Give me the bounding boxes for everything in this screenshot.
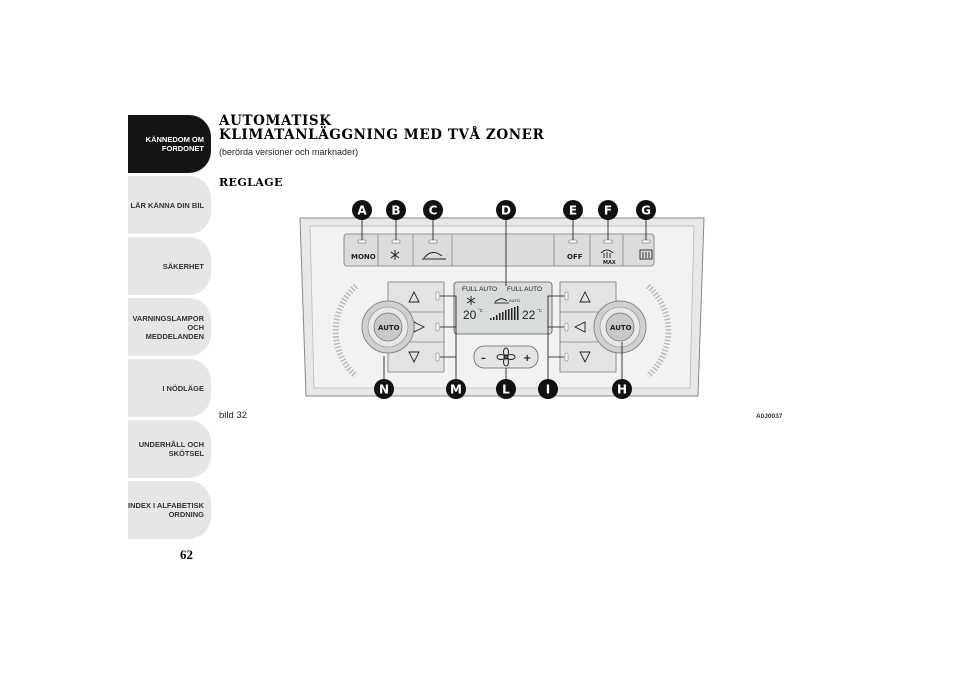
temp-up-left-icon[interactable]	[408, 290, 420, 303]
callout-e: E	[563, 200, 583, 220]
rear-defrost-icon[interactable]	[639, 249, 653, 260]
climate-panel-illustration: MONO OFF MAX FULL AUTO FULL AUTO AUTO 20…	[299, 200, 705, 399]
callout-h: H	[612, 379, 632, 399]
left-zone-controls: AUTO	[332, 281, 445, 379]
temp-up-right-icon[interactable]	[579, 290, 591, 303]
tab-underhall[interactable]: UNDERHÅLL OCH SKÖTSEL	[128, 420, 211, 478]
fan-icon	[496, 347, 516, 367]
display-unit-right: °C	[537, 308, 543, 313]
right-zone-controls: AUTO	[559, 281, 672, 379]
chapter-tabs: KÄNNEDOM OM FORDONET LÄR KÄNNA DIN BIL S…	[128, 115, 211, 542]
display-auto-label: AUTO	[509, 298, 520, 303]
callout-n: N	[374, 379, 394, 399]
air-distribution-right-icon[interactable]	[573, 321, 586, 333]
display-unit-left: °C	[478, 308, 484, 313]
auto-button-right[interactable]	[605, 312, 635, 342]
display-temp-right: 22	[522, 308, 536, 322]
auto-button-left[interactable]	[373, 312, 403, 342]
svg-text:H: H	[617, 383, 627, 397]
callout-f: F	[598, 200, 618, 220]
page-title: AUTOMATISK KLIMATANLÄGGNING MED TVÅ ZONE…	[219, 114, 544, 142]
section-title: REGLAGE	[219, 176, 283, 189]
fan-speed-bar	[490, 306, 519, 320]
display-full-auto-right: FULL AUTO	[507, 286, 542, 293]
callout-g: G	[636, 200, 656, 220]
ac-icon[interactable]	[390, 250, 400, 260]
climate-control-figure: MONO OFF MAX FULL AUTO FULL AUTO AUTO 20…	[296, 196, 708, 402]
figure-code: A0J0037	[756, 413, 783, 420]
svg-text:F: F	[604, 204, 612, 218]
auto-right-label: AUTO	[610, 324, 632, 332]
svg-text:N: N	[379, 383, 389, 397]
display-temp-left: 20	[463, 308, 477, 322]
display-full-auto-left: FULL AUTO	[462, 286, 497, 293]
fan-decrease-button[interactable]: –	[481, 353, 486, 364]
fan-increase-button[interactable]: +	[523, 353, 531, 364]
recirculation-icon[interactable]	[422, 252, 446, 260]
tab-i-nodlage[interactable]: I NÖDLÄGE	[128, 359, 211, 417]
callout-a: A	[352, 200, 372, 220]
callout-leader-lines	[361, 219, 647, 380]
tab-index[interactable]: INDEX I ALFABETISK ORDNING	[128, 481, 211, 539]
callout-l: L	[496, 379, 516, 399]
figure-caption: bild 32	[219, 410, 247, 421]
mono-button-label[interactable]: MONO	[351, 253, 376, 261]
svg-text:M: M	[450, 383, 462, 397]
tab-sakerhet[interactable]: SÄKERHET	[128, 237, 211, 295]
svg-text:G: G	[641, 204, 651, 218]
tab-varningslampor[interactable]: VARNINGSLAMPOR OCH MEDDELANDEN	[128, 298, 211, 356]
svg-text:I: I	[546, 383, 550, 397]
callout-b: B	[386, 200, 406, 220]
display-recirculation-icon	[494, 298, 509, 304]
temp-down-left-icon[interactable]	[408, 351, 420, 364]
page-subtitle: (berörda versioner och marknader)	[219, 147, 359, 157]
windshield-defrost-icon[interactable]	[600, 249, 614, 258]
max-label: MAX	[603, 260, 616, 266]
svg-text:L: L	[502, 383, 510, 397]
temp-down-right-icon[interactable]	[579, 351, 591, 364]
page-number: 62	[180, 547, 193, 562]
callout-i: I	[538, 379, 558, 399]
page-title-line1: AUTOMATISK	[219, 113, 332, 129]
page-title-line2: KLIMATANLÄGGNING MED TVÅ ZONER	[219, 127, 545, 143]
svg-text:A: A	[357, 204, 367, 218]
display-ac-icon	[466, 296, 476, 305]
off-button-label[interactable]: OFF	[567, 253, 583, 261]
callout-c: C	[423, 200, 443, 220]
auto-left-label: AUTO	[378, 324, 400, 332]
callout-m: M	[446, 379, 466, 399]
tab-lar-kanna-din-bil[interactable]: LÄR KÄNNA DIN BIL	[128, 176, 211, 234]
svg-text:E: E	[569, 204, 577, 218]
svg-text:B: B	[391, 204, 400, 218]
callout-d: D	[496, 200, 516, 220]
svg-text:D: D	[501, 204, 511, 218]
tab-kannedom-om-fordonet[interactable]: KÄNNEDOM OM FORDONET	[128, 115, 211, 173]
svg-text:C: C	[429, 204, 438, 218]
